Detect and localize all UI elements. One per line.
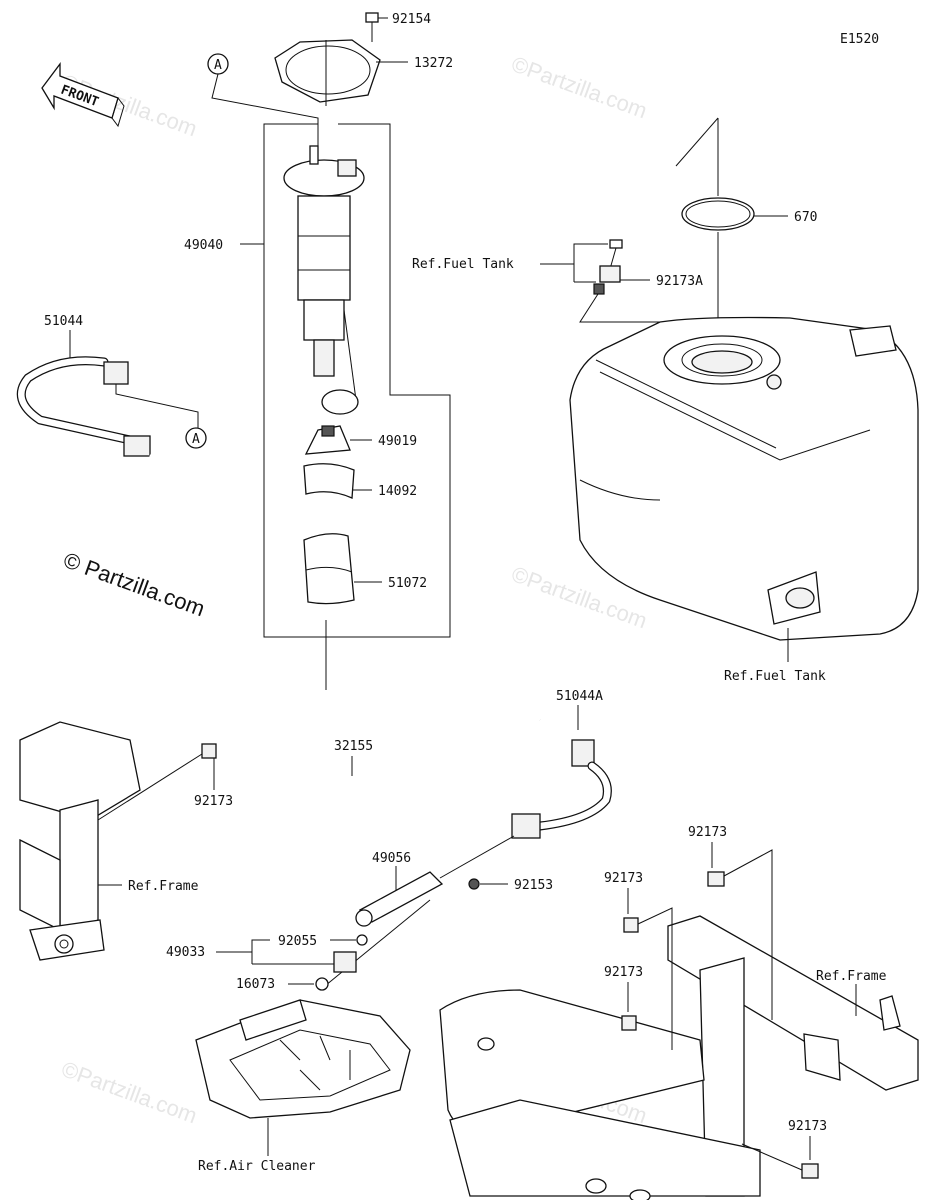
hose-51044 xyxy=(16,356,151,457)
label-92173-r1: 92173 xyxy=(688,825,727,840)
cover-51072 xyxy=(303,533,355,605)
clamp-92173 xyxy=(97,743,217,821)
callout-a xyxy=(185,427,207,449)
label-32155: 32155 xyxy=(334,739,373,754)
label-92173-left: 92173 xyxy=(194,794,233,809)
grommet-16073 xyxy=(315,977,329,991)
label-92173-r3: 92173 xyxy=(604,965,643,980)
air-cleaner xyxy=(195,999,411,1119)
label-14092: 14092 xyxy=(378,484,417,499)
watermark: ©Partzilla.com xyxy=(58,1056,200,1128)
clamp-92173 xyxy=(707,871,725,887)
ref-fuel-tank-bottom: Ref.Fuel Tank xyxy=(724,669,826,684)
label-92173-r2: 92173 xyxy=(604,871,643,886)
label-92055: 92055 xyxy=(278,934,317,949)
clip-92173A xyxy=(593,239,623,295)
gasket-13272 xyxy=(274,39,381,103)
clamp-92173 xyxy=(801,1163,819,1179)
breather-49056 xyxy=(319,835,515,991)
watermark-main: © Partzilla.com xyxy=(60,547,208,621)
frame-right xyxy=(439,915,919,1200)
label-51044A: 51044A xyxy=(556,689,603,704)
label-92153: 92153 xyxy=(514,878,553,893)
holder-14092 xyxy=(303,463,355,499)
label-670: 670 xyxy=(794,210,817,225)
label-13272: 13272 xyxy=(414,56,453,71)
callout-a-label: A xyxy=(192,432,200,447)
label-92154: 92154 xyxy=(392,12,431,27)
label-49056: 49056 xyxy=(372,851,411,866)
label-49040: 49040 xyxy=(184,238,223,253)
filter-49019 xyxy=(304,425,351,455)
screw-92153 xyxy=(468,878,480,890)
ref-frame-right: Ref.Frame xyxy=(816,969,887,984)
ref-air-cleaner: Ref.Air Cleaner xyxy=(198,1159,316,1174)
fuel-line-32155 xyxy=(149,453,541,832)
frame-left xyxy=(19,721,141,961)
clamp-92173 xyxy=(623,917,639,933)
front-arrow-icon: FRONT xyxy=(41,62,125,128)
label-92173-r4: 92173 xyxy=(788,1119,827,1134)
fuel-pump-49040 xyxy=(283,145,365,415)
clamp-92173 xyxy=(621,1015,637,1031)
callout-a-label: A xyxy=(214,58,222,73)
label-51072: 51072 xyxy=(388,576,427,591)
label-49033: 49033 xyxy=(166,945,205,960)
label-51044: 51044 xyxy=(44,314,83,329)
ref-frame-left: Ref.Frame xyxy=(128,879,199,894)
fuel-tank xyxy=(569,316,919,641)
o-ring-670 xyxy=(681,197,755,231)
diagram-code: E1520 xyxy=(840,32,879,47)
watermark: ©Partzilla.com xyxy=(508,51,650,123)
bolt-92154 xyxy=(365,12,379,42)
label-92173A: 92173A xyxy=(656,274,703,289)
washer-92055 xyxy=(356,934,368,946)
valve-49033 xyxy=(333,951,357,973)
label-16073: 16073 xyxy=(236,977,275,992)
label-49019: 49019 xyxy=(378,434,417,449)
ref-fuel-tank-top: Ref.Fuel Tank xyxy=(412,257,514,272)
hose-51044A xyxy=(511,739,612,839)
